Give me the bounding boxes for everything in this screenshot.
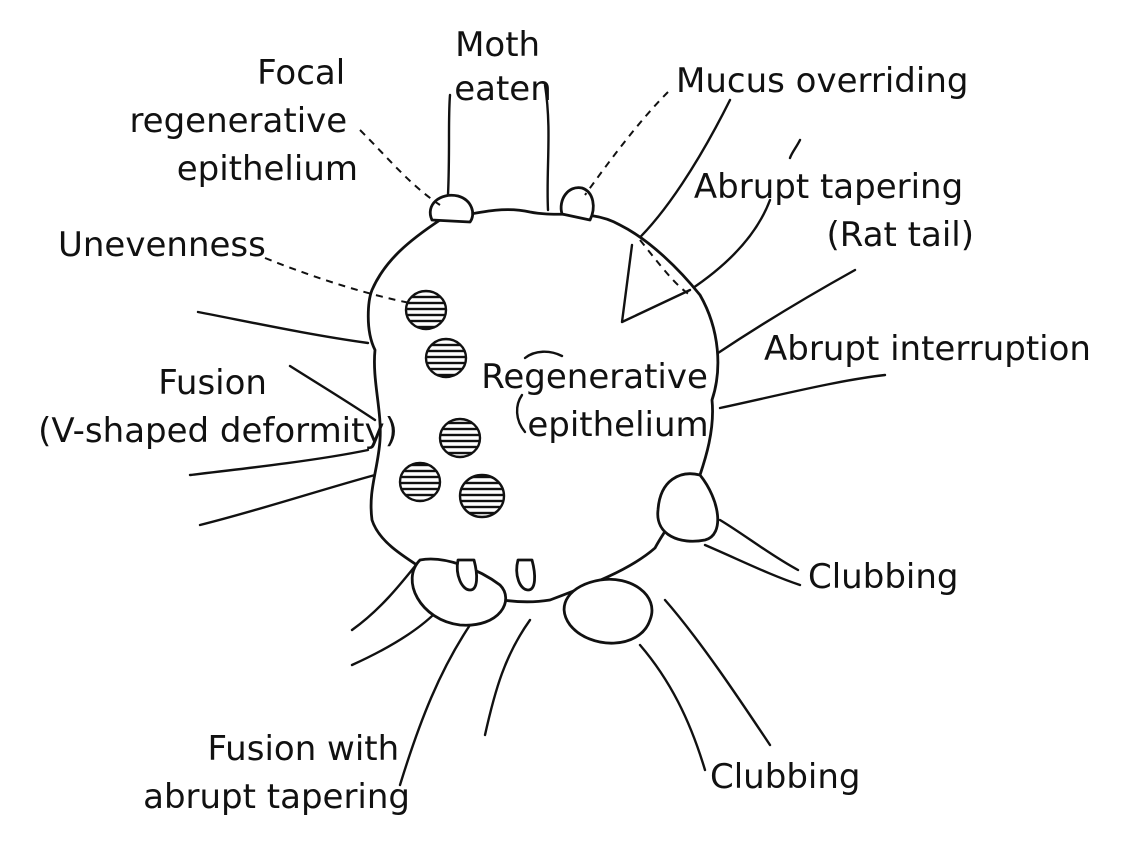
label-regenerative-epithelium: Regenerative epithelium [481, 357, 718, 445]
crypt-outline [366, 208, 720, 604]
label-moth-eaten: Moth eaten [454, 25, 552, 109]
label-focal-regenerative-epithelium: Focal regenerative epithelium [129, 53, 358, 189]
pit-1 [404, 289, 448, 331]
focal-regenerative-nub [428, 193, 475, 224]
pit-3 [438, 417, 482, 459]
bottom-nub-1 [455, 558, 479, 592]
regenerative-arc-left [515, 393, 527, 434]
mucus-wedge [620, 243, 692, 324]
label-abrupt-interruption: Abrupt interruption [764, 329, 1091, 369]
pit-2 [424, 337, 468, 379]
bottom-nub-2 [515, 558, 537, 592]
clubbing-bottom-bulge [562, 577, 654, 645]
label-mucus-overriding: Mucus overriding [676, 61, 968, 101]
pit-5 [458, 473, 506, 519]
hatched-pits [398, 289, 506, 519]
label-fusion: Fusion (V-shaped deformity) [38, 363, 398, 451]
label-clubbing-bottom: Clubbing [710, 757, 860, 797]
mucus-nub [559, 186, 595, 222]
fold-lines [188, 83, 887, 787]
leader-lines [264, 91, 691, 304]
label-clubbing-right: Clubbing [808, 557, 958, 597]
label-unevenness: Unevenness [58, 225, 266, 265]
regenerative-arc-top [523, 350, 564, 360]
clubbing-right-bulge [656, 472, 720, 543]
pit-4 [398, 461, 442, 503]
label-abrupt-tapering: Abrupt tapering (Rat tail) [694, 167, 974, 255]
label-fusion-with-abrupt-tapering: Fusion with abrupt tapering [143, 729, 410, 817]
